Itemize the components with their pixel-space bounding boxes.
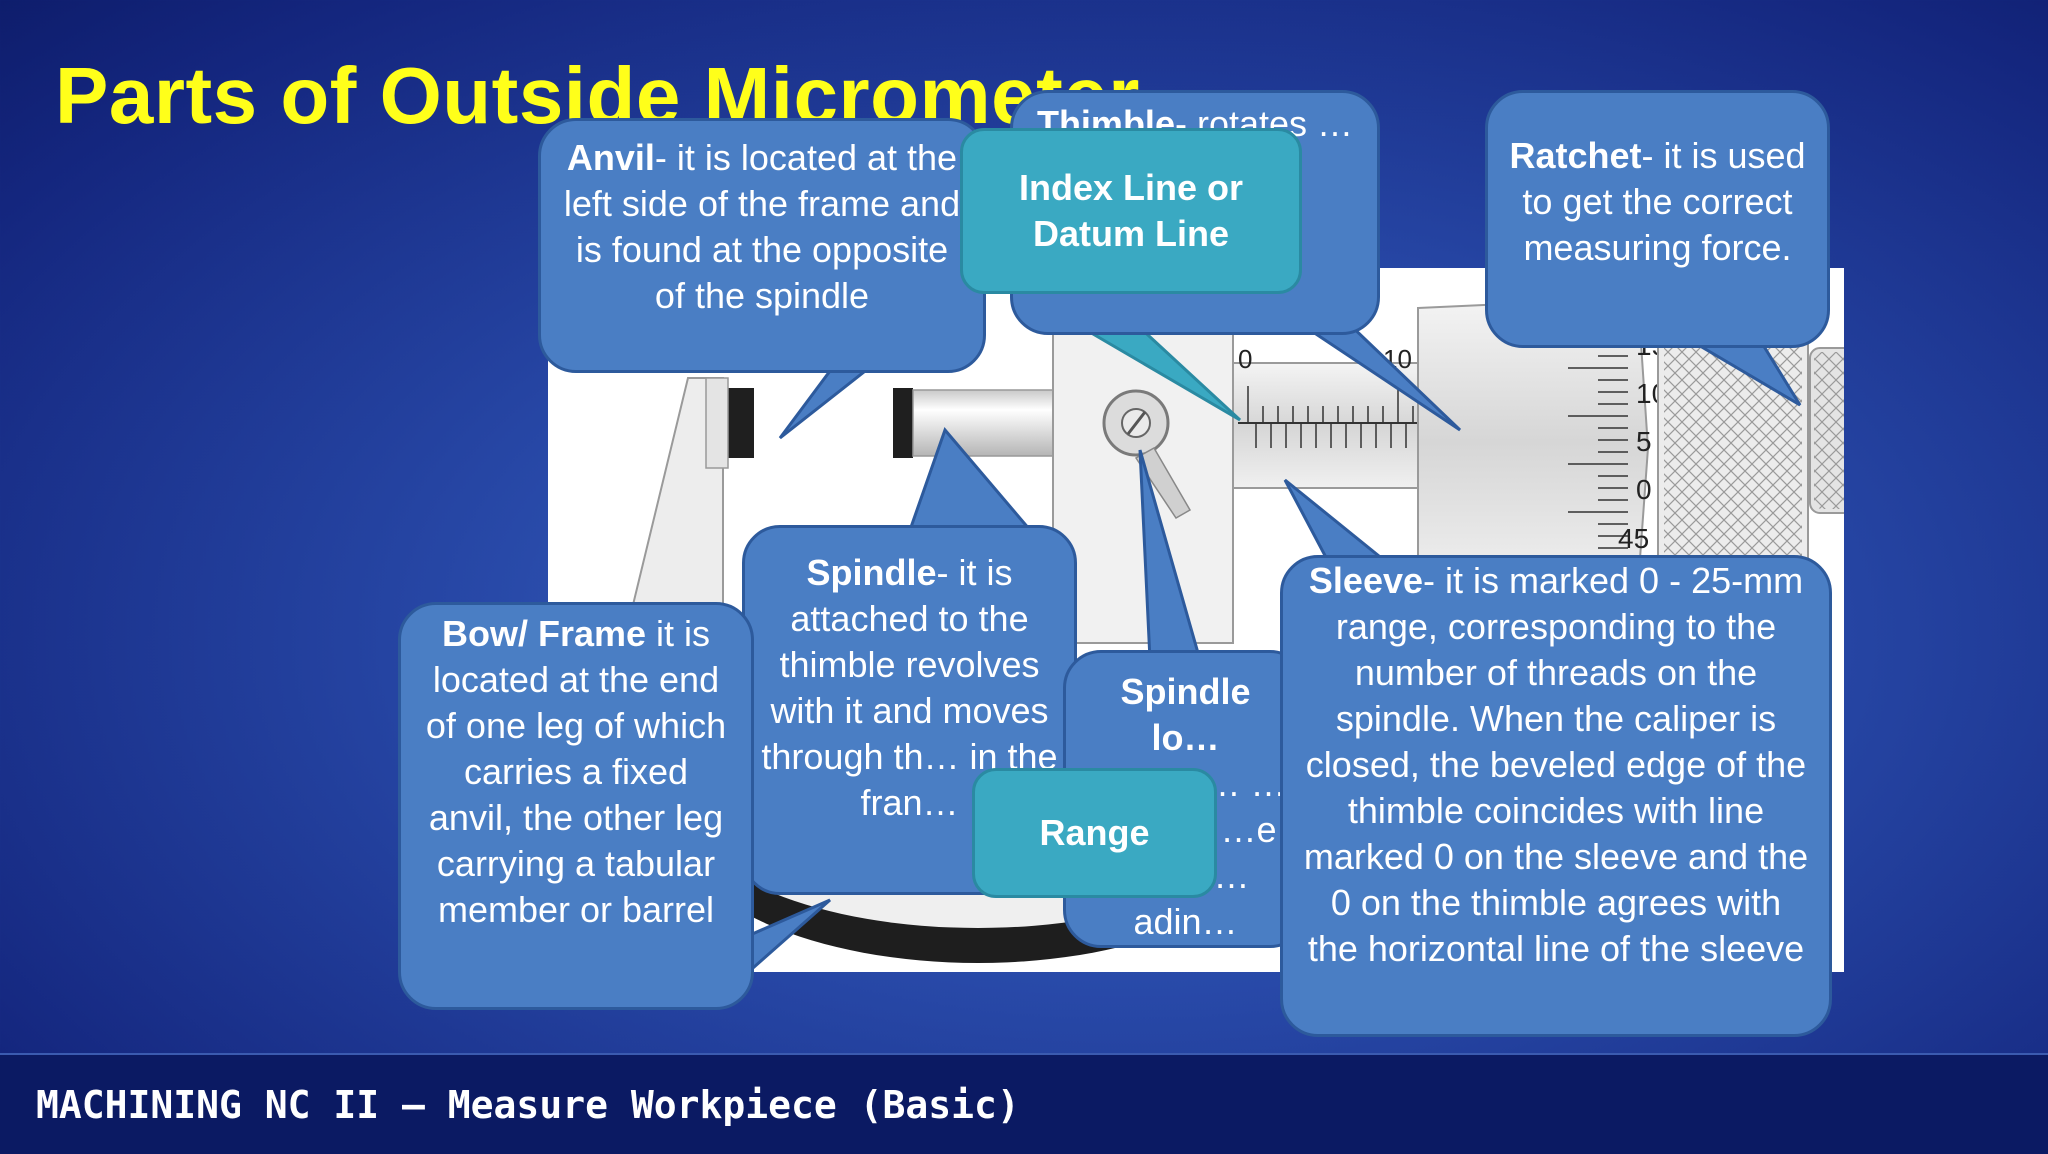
sleeve-label-0: 0: [1238, 344, 1252, 374]
callout-ratchet-term: Ratchet: [1509, 135, 1642, 176]
frame-boss: [1052, 332, 1234, 644]
callout-sleeve-text: - it is marked 0 - 25-mm range, correspo…: [1303, 560, 1809, 969]
callout-index-line-label: Index Line or Datum Line: [1018, 167, 1244, 254]
callout-sleeve: Sleeve- it is marked 0 - 25-mm range, co…: [1280, 555, 1832, 1037]
thimble-label-0: 0: [1636, 474, 1652, 505]
callout-spindle-term: Spindle: [806, 552, 937, 593]
callout-bow-frame-text: it is located at the end of one leg of w…: [425, 613, 727, 930]
callout-range-label: Range: [1039, 812, 1150, 853]
thimble-label-45: 45: [1618, 523, 1649, 554]
footer-bar: MACHINING NC II – Measure Workpiece (Bas…: [0, 1053, 2048, 1154]
callout-range: Range: [972, 768, 1217, 898]
sleeve-label-10: 10: [1383, 344, 1412, 374]
callout-anvil-term: Anvil: [566, 137, 655, 178]
callout-sleeve-term: Sleeve: [1308, 560, 1424, 601]
callout-bow-frame-term: Bow/ Frame: [441, 613, 647, 654]
thimble-label-5: 5: [1636, 426, 1652, 457]
callout-spindle: Spindle- it is attached to the thimble r…: [742, 525, 1077, 895]
callout-index-line: Index Line or Datum Line: [960, 128, 1302, 294]
callout-spindle-lock-term: Spindle lo…: [1120, 671, 1251, 758]
callout-ratchet: Ratchet- it is used to get the correct m…: [1485, 90, 1830, 348]
callout-bow-frame: Bow/ Frame it is located at the end of o…: [398, 602, 754, 1010]
spindle-face: [893, 388, 913, 458]
callout-anvil: Anvil- it is located at the left side of…: [538, 118, 986, 373]
footer-course-title: MACHINING NC II – Measure Workpiece (Bas…: [36, 1083, 1020, 1127]
callout-anvil-text: - it is located at the left side of the …: [563, 137, 961, 316]
anvil-face: [726, 388, 754, 458]
callout-ratchet-text: - it is used to get the correct measurin…: [1522, 135, 1806, 268]
